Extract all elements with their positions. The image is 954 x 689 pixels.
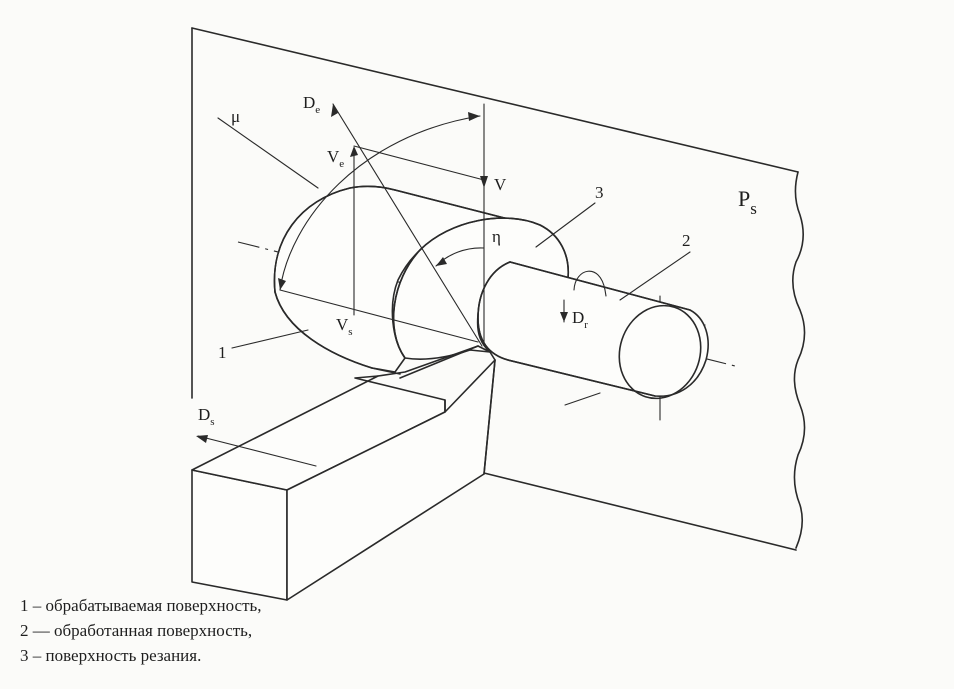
legend-item-3: 3 – поверхность резания.	[20, 646, 202, 665]
diagram-labels: Ps 1 2 3 μ η V Ve Vs De Dr Ds	[198, 93, 757, 428]
label-mu: μ	[231, 107, 240, 126]
plane-label: Ps	[738, 186, 757, 218]
legend: 1 – обрабатываемая поверхность, 2 — обра…	[20, 593, 440, 668]
legend-item-2: 2 — обработанная поверхность,	[20, 621, 253, 640]
label-de: De	[303, 93, 320, 116]
label-ve: Ve	[327, 147, 344, 170]
velocity-vectors	[196, 103, 691, 467]
label-v: V	[494, 175, 507, 194]
label-3: 3	[595, 183, 604, 202]
label-ds: Ds	[198, 405, 215, 428]
plane-ps	[191, 27, 806, 551]
label-1: 1	[218, 343, 227, 362]
cutting-tool	[191, 345, 496, 601]
legend-item-1: 1 – обрабатываемая поверхность,	[20, 596, 262, 615]
label-vs: Vs	[336, 315, 353, 338]
label-2: 2	[682, 231, 691, 250]
machined-cylinder	[477, 261, 709, 400]
label-eta: η	[492, 227, 501, 246]
label-dr: Dr	[572, 308, 588, 331]
